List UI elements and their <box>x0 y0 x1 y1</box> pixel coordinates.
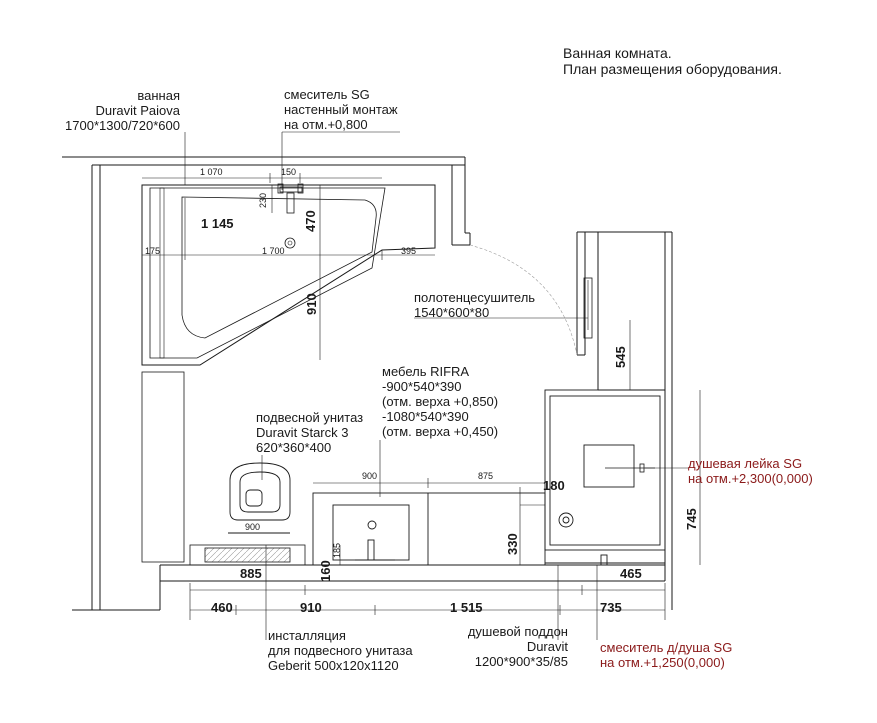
callout-bathtub-line: 1700*1300/720*600 <box>65 118 180 133</box>
dim-900-vanity: 900 <box>362 471 377 481</box>
callout-vanity-line: -900*540*390 <box>382 379 462 394</box>
callout-shower-tray-line: душевой поддон <box>467 624 568 639</box>
dim-735: 735 <box>600 600 622 615</box>
bath-mixer <box>277 183 304 214</box>
dim-875: 875 <box>478 471 493 481</box>
dim-460: 460 <box>211 600 233 615</box>
dimension-lines <box>142 173 701 620</box>
dim-1700: 1 700 <box>262 246 285 256</box>
callout-vanity-line: (отм. верха +0,450) <box>382 424 499 439</box>
towel-dryer <box>583 277 593 339</box>
callout-shower-tray-line: 1200*900*35/85 <box>474 654 568 669</box>
dim-470: 470 <box>303 210 318 232</box>
dim-175: 175 <box>145 246 160 256</box>
callout-shower-head: душевая лейка SG на отм.+2,300(0,000) <box>688 456 813 486</box>
callout-shower-mixer-line: смеситель д/душа SG <box>600 640 733 655</box>
dim-1515: 1 515 <box>450 600 483 615</box>
shower-tray <box>544 389 666 566</box>
dim-900-toilet: 900 <box>245 522 260 532</box>
callout-installation: инсталляция для подвесного унитаза Geber… <box>268 628 413 673</box>
callout-vanity-line: мебель RIFRA <box>382 364 470 379</box>
callout-shower-head-line: на отм.+2,300(0,000) <box>688 471 813 486</box>
walls <box>62 156 673 611</box>
callout-bath-mixer-line: смеситель SG <box>284 87 370 102</box>
callout-installation-line: Geberit 500x120x1120 <box>268 658 399 673</box>
callout-bathtub-line: ванная <box>137 88 180 103</box>
title-line-1: Ванная комната. <box>563 45 672 61</box>
dim-745: 745 <box>684 508 699 530</box>
callout-towel-dryer-line: полотенцесушитель <box>414 290 536 305</box>
dim-160: 160 <box>318 560 333 582</box>
callout-vanity: мебель RIFRA -900*540*390 (отм. верха +0… <box>382 364 498 439</box>
callout-bath-mixer-line: настенный монтаж <box>284 102 398 117</box>
callout-towel-dryer: полотенцесушитель 1540*600*80 <box>414 290 535 320</box>
callout-shower-tray-line: Duravit <box>526 639 568 654</box>
callout-toilet-line: подвесной унитаз <box>256 410 364 425</box>
callout-shower-mixer-line: на отм.+1,250(0,000) <box>600 655 725 670</box>
callout-towel-dryer-line: 1540*600*80 <box>414 305 490 320</box>
shower-head <box>605 463 655 473</box>
toilet <box>228 462 291 534</box>
drawing-title: Ванная комната. План размещения оборудов… <box>563 45 782 77</box>
callout-shower-mixer: смеситель д/душа SG на отм.+1,250(0,000) <box>600 640 732 670</box>
dim-910-horizontal: 910 <box>300 600 322 615</box>
dim-395: 395 <box>401 246 416 256</box>
callout-bath-mixer: смеситель SG настенный монтаж на отм.+0,… <box>284 87 398 132</box>
dim-1145: 1 145 <box>201 216 234 231</box>
callout-bathtub: ванная Duravit Paiova 1700*1300/720*600 <box>60 88 180 133</box>
callout-shower-tray: душевой поддон Duravit 1200*900*35/85 <box>440 624 568 669</box>
dim-1070: 1 070 <box>200 167 223 177</box>
dim-330: 330 <box>505 533 520 555</box>
dim-230: 230 <box>258 193 268 208</box>
dim-885: 885 <box>240 566 262 581</box>
callout-vanity-line: -1080*540*390 <box>382 409 469 424</box>
callout-bathtub-line: Duravit Paiova <box>95 103 180 118</box>
callout-vanity-line: (отм. верха +0,850) <box>382 394 499 409</box>
dim-910-vertical: 910 <box>304 293 319 315</box>
dim-465: 465 <box>620 566 642 581</box>
dim-180: 180 <box>543 478 565 493</box>
callout-shower-head-line: душевая лейка SG <box>688 456 803 471</box>
callout-toilet: подвесной унитаз Duravit Starck 3 620*36… <box>256 410 363 455</box>
door-swing <box>469 244 578 356</box>
callout-installation-line: инсталляция <box>268 628 346 643</box>
dim-185: 185 <box>332 543 342 558</box>
callout-bath-mixer-line: на отм.+0,800 <box>284 117 368 132</box>
toilet-installation <box>141 371 306 566</box>
dim-150: 150 <box>281 167 296 177</box>
callout-installation-line: для подвесного унитаза <box>268 643 413 658</box>
title-line-2: План размещения оборудования. <box>563 61 782 77</box>
bathtub <box>141 184 436 366</box>
callout-toilet-line: 620*360*400 <box>256 440 332 455</box>
dim-545: 545 <box>613 346 628 368</box>
callout-toilet-line: Duravit Starck 3 <box>256 425 349 440</box>
